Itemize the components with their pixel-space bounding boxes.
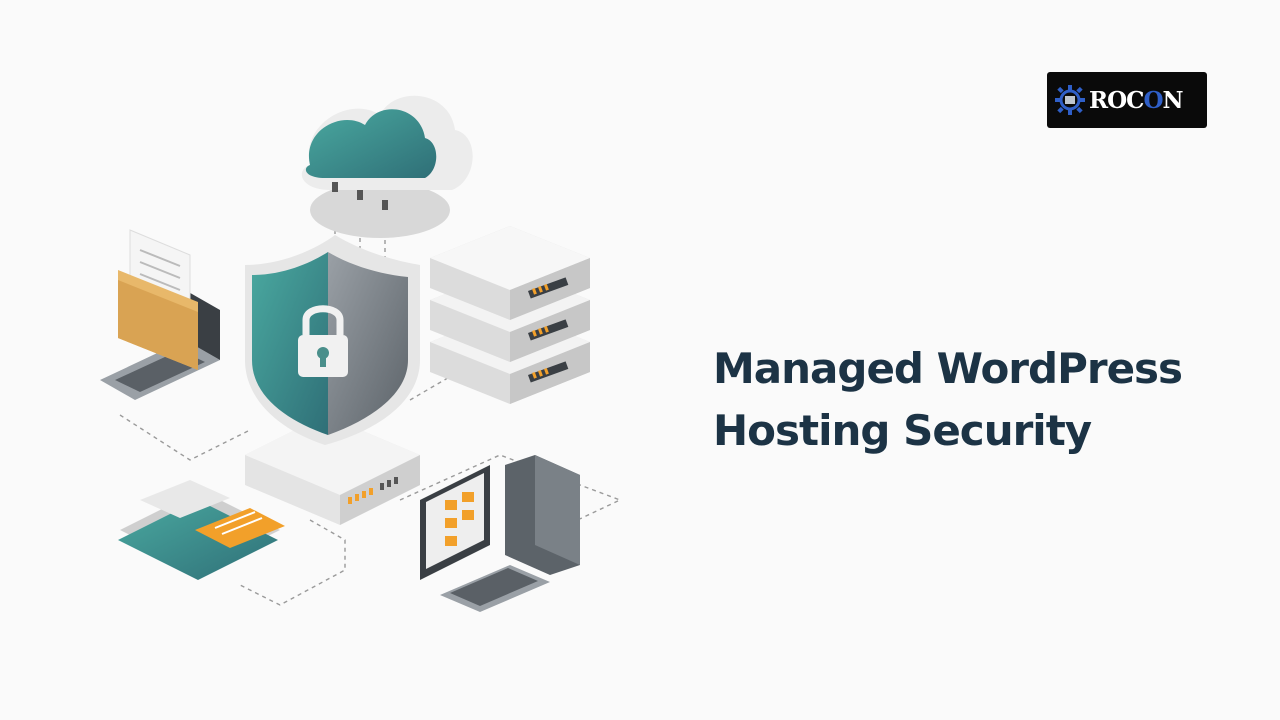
security-illustration: [100, 95, 622, 612]
page-title: Managed WordPress Hosting Security: [713, 338, 1253, 462]
shield-lock-icon: [245, 235, 420, 445]
page-title-line-1: Managed WordPress: [713, 344, 1183, 393]
cloud-icon: [301, 95, 473, 238]
desktop-computer-icon: [420, 455, 580, 612]
shield-base: [245, 415, 420, 525]
logo-wordmark: ROCON: [1089, 86, 1184, 114]
gear-icon: [1055, 85, 1085, 115]
rocon-logo[interactable]: ROCON: [1047, 72, 1207, 128]
tablet-icon: [118, 480, 285, 580]
page-title-line-2: Hosting Security: [713, 406, 1092, 455]
server-stack-icon: [430, 226, 590, 404]
folder-icon: [118, 229, 198, 370]
